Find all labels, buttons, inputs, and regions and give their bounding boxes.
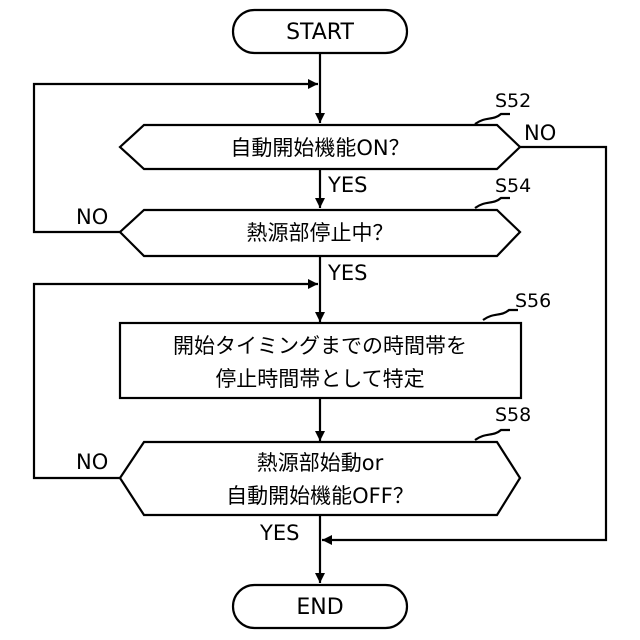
step-leader-s52 xyxy=(475,114,510,124)
s54-no-label: NO xyxy=(76,205,108,229)
step-leader-s58 xyxy=(475,430,510,440)
decision-s58-line1: 熱源部始動or xyxy=(257,451,384,475)
decision-s52-text: 自動開始機能ON？ xyxy=(230,136,409,160)
step-leader-s54 xyxy=(475,198,510,208)
step-id-s54: S54 xyxy=(495,175,531,197)
s54-yes-label: YES xyxy=(327,261,367,285)
step-leader-s56 xyxy=(483,310,518,320)
s52-no-label: NO xyxy=(524,121,556,145)
process-s56-line2: 停止時間帯として特定 xyxy=(215,367,424,391)
step-id-s58: S58 xyxy=(495,404,531,426)
step-id-s56: S56 xyxy=(515,290,551,312)
step-id-s52: S52 xyxy=(495,90,531,112)
decision-s58-line2: 自動開始機能OFF？ xyxy=(226,484,414,508)
process-s56-line1: 開始タイミングまでの時間帯を xyxy=(173,334,467,358)
end-label: END xyxy=(296,595,343,620)
s58-no-label: NO xyxy=(76,450,108,474)
s58-yes-label: YES xyxy=(259,521,299,545)
s52-yes-label: YES xyxy=(327,173,367,197)
decision-s54-text: 熱源部停止中？ xyxy=(247,221,394,245)
start-label: START xyxy=(286,20,354,45)
